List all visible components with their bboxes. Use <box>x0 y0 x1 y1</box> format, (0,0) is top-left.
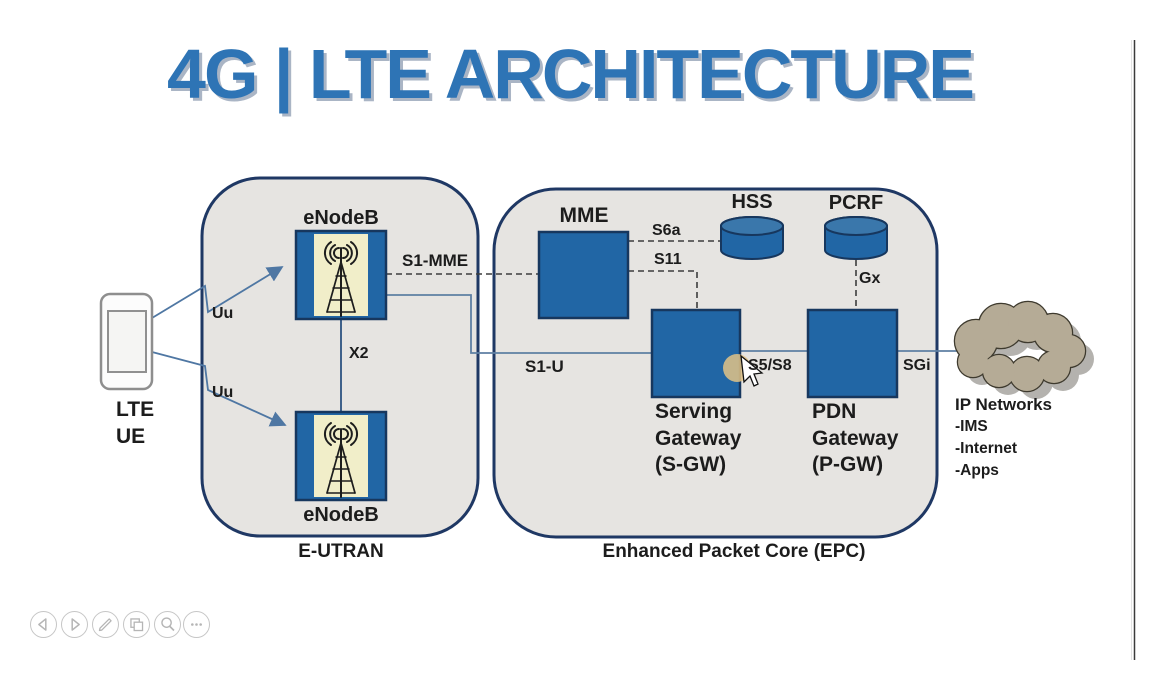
epc-label: Enhanced Packet Core (EPC) <box>602 541 866 562</box>
lte-ue-label: LTE UE <box>116 398 155 449</box>
more-options-button[interactable] <box>183 611 210 638</box>
previous-slide-button[interactable] <box>30 611 57 638</box>
ip-networks-cloud-icon <box>953 300 1094 399</box>
pgw-node <box>806 308 899 399</box>
uu-bottom-label: Uu <box>212 384 234 401</box>
ip-networks-label: IP Networks <box>955 395 1053 414</box>
sgw-node <box>650 308 742 399</box>
pcrf-label: PCRF <box>828 192 884 214</box>
ip-item-ims: -IMS <box>955 418 988 435</box>
pen-icon <box>98 618 112 632</box>
sgi-label: SGi <box>903 357 931 374</box>
enodeb-top-node <box>294 229 388 321</box>
see-all-slides-button[interactable] <box>123 611 150 638</box>
next-slide-button[interactable] <box>61 611 88 638</box>
mme-label: MME <box>559 204 609 227</box>
enodeb-bottom-label: eNodeB <box>303 504 379 526</box>
zoom-slide-button[interactable] <box>154 611 181 638</box>
x2-label: X2 <box>349 345 369 362</box>
mme-node <box>537 230 630 320</box>
ip-item-apps: -Apps <box>955 462 999 479</box>
more-ellipsis-icon <box>191 623 202 626</box>
pcrf-database-icon <box>824 216 888 260</box>
uu-line-bottom <box>151 351 287 427</box>
magnifier-icon <box>161 617 175 632</box>
next-arrow-icon <box>71 618 80 631</box>
previous-arrow-icon <box>38 618 47 631</box>
hss-database-icon <box>720 216 784 260</box>
hss-label: HSS <box>731 191 773 213</box>
slide-title: 4G | LTE ARCHITECTURE <box>167 35 975 113</box>
s1u-line <box>386 294 652 354</box>
ue-phone-icon <box>99 292 154 391</box>
s5s8-label: S5/S8 <box>748 357 792 374</box>
mouse-cursor-icon <box>723 354 764 387</box>
enodeb-bottom-node <box>294 410 388 502</box>
pen-tool-button[interactable] <box>92 611 119 638</box>
uu-top-label: Uu <box>212 305 234 322</box>
s6a-label: S6a <box>652 222 681 239</box>
slide-panels-icon <box>130 618 144 632</box>
eutran-label: E-UTRAN <box>298 541 384 562</box>
s1mme-label: S1-MME <box>402 251 469 270</box>
pgw-label: PDN Gateway (P-GW) <box>812 400 899 477</box>
s1u-label: S1-U <box>525 357 564 376</box>
s11-label: S11 <box>654 251 682 268</box>
enodeb-top-label: eNodeB <box>303 207 379 229</box>
uu-line-top <box>151 266 284 319</box>
gx-label: Gx <box>859 270 881 287</box>
ip-item-internet: -Internet <box>955 440 1017 457</box>
sgw-label: Serving Gateway (S-GW) <box>655 400 742 477</box>
s11-line <box>628 270 698 310</box>
